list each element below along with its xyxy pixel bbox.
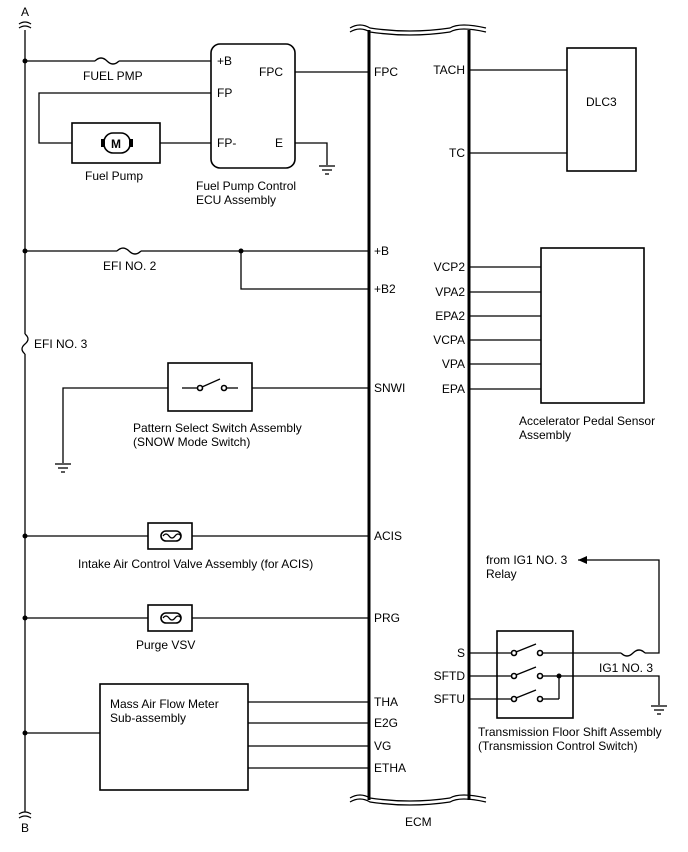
accel-sensor-label-line2: Assembly [519, 428, 571, 442]
fuel-pmp-fuse-symbol [94, 57, 120, 65]
ecm-pin-etha: ETHA [374, 761, 406, 775]
switch-icon [469, 666, 559, 680]
ecm-pin-acis: ACIS [374, 529, 402, 543]
accelerator-pedal-sensor-box [540, 247, 645, 404]
acis-valve-label: Intake Air Control Valve Assembly (for A… [78, 557, 313, 571]
ecm-pin-sftd: SFTD [434, 669, 466, 683]
fpc-ecu-pin-b: +B [217, 54, 232, 68]
ecm-pin-vg: VG [374, 739, 391, 753]
ecm-pin-snwi: SNWI [374, 381, 405, 395]
accel-sensor-label-line1: Accelerator Pedal Sensor [519, 414, 655, 428]
ecm-pin-vcpa: VCPA [433, 333, 465, 347]
ecm-pin-fpc: FPC [374, 65, 398, 79]
ecm-pin-vcp2: VCP2 [434, 260, 466, 274]
switch-icon [182, 378, 238, 392]
ecm-pin-e2g: E2G [374, 716, 398, 730]
efi2-fuse-symbol [116, 247, 142, 255]
ground-symbol [55, 463, 71, 473]
ecm-pin-s: S [457, 646, 465, 660]
fuel-pump-control-ecu-box [210, 43, 296, 169]
dlc3-label: DLC3 [586, 95, 617, 109]
fpc-ecu-pin-fp: FP [217, 86, 232, 100]
power-rail [18, 21, 32, 819]
ecm-pin-tc: TC [449, 146, 465, 160]
arrow-left-icon [578, 556, 587, 564]
mass-air-flow-meter-box [99, 683, 249, 791]
maf-label-line1: Mass Air Flow Meter [110, 697, 219, 711]
ecm-pin-prg: PRG [374, 611, 400, 625]
dlc3-box [566, 47, 637, 172]
fpc-ecu-label-line1: Fuel Pump Control [196, 179, 296, 193]
efi2-fuse-label: EFI NO. 2 [103, 259, 157, 273]
floor-shift-label-line2: (Transmission Control Switch) [478, 739, 638, 753]
solenoid-icon [160, 530, 182, 542]
pattern-select-switch-box [167, 362, 253, 412]
fpc-ecu-pin-e: E [275, 136, 283, 150]
floor-shift-label-line1: Transmission Floor Shift Assembly [478, 725, 662, 739]
purge-vsv-label: Purge VSV [136, 638, 195, 652]
switch-icon [469, 643, 573, 657]
rail-top-label: A [21, 5, 29, 19]
ecm-pin-tach: TACH [433, 63, 465, 77]
fpc-ecu-pin-fp-minus: FP- [217, 136, 236, 150]
ecm-pin-vpa: VPA [442, 357, 465, 371]
efi3-fuse-label: EFI NO. 3 [34, 337, 88, 351]
ecm-pin-sftu: SFTU [434, 692, 465, 706]
ecm-pin-epa: EPA [442, 382, 465, 396]
ig1-fuse-symbol [620, 649, 646, 657]
ecm-pin-b2: +B2 [374, 282, 396, 296]
ig1-fuse-label: IG1 NO. 3 [599, 661, 653, 675]
ground-symbol [319, 165, 335, 175]
rail-bottom-label: B [21, 821, 29, 835]
pattern-switch-label-line1: Pattern Select Switch Assembly [133, 421, 302, 435]
ecm-pin-vpa2: VPA2 [435, 285, 465, 299]
ecm-pin-b: +B [374, 244, 389, 258]
fpc-ecu-pin-fpc: FPC [259, 65, 283, 79]
solenoid-icon [160, 612, 182, 624]
fuel-pmp-fuse-label: FUEL PMP [83, 69, 143, 83]
ecm-label: ECM [405, 815, 432, 829]
pattern-switch-label-line2: (SNOW Mode Switch) [133, 435, 250, 449]
fuel-pump-label: Fuel Pump [85, 169, 143, 183]
ecm-pin-tha: THA [374, 695, 398, 709]
fpc-ecu-label-line2: ECU Assembly [196, 193, 276, 207]
svg-text:M: M [111, 137, 121, 151]
relay-source-line1: from IG1 NO. 3 [486, 553, 568, 567]
ecm-pin-epa2: EPA2 [435, 309, 465, 323]
relay-source-line2: Relay [486, 567, 517, 581]
ground-symbol [651, 705, 667, 715]
motor-icon: M [101, 132, 133, 154]
switch-icon [469, 689, 559, 703]
maf-label-line2: Sub-assembly [110, 711, 186, 725]
